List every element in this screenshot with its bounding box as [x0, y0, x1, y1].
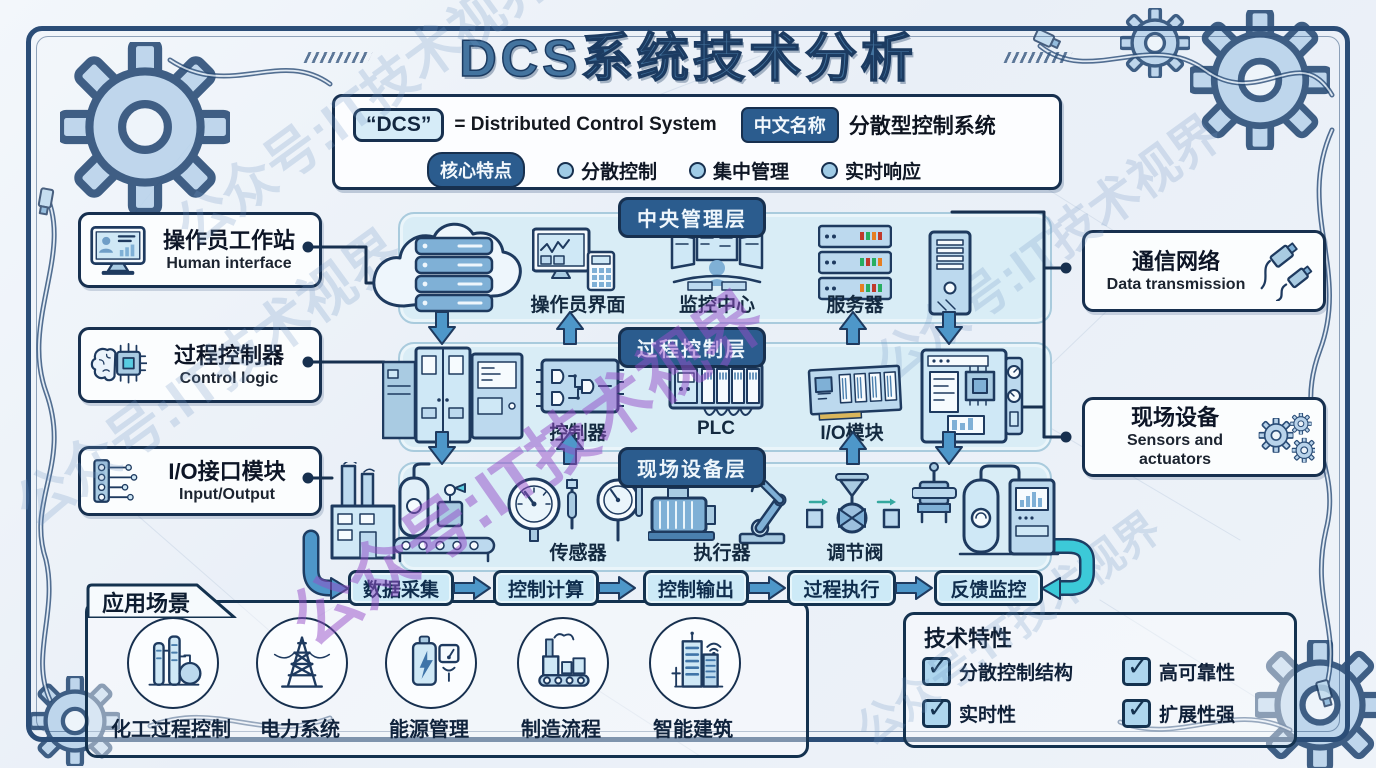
bullet-dot-icon: [557, 161, 574, 179]
flow-step-control-output: 控制输出: [643, 570, 749, 606]
motor-arm-icon: [647, 470, 796, 548]
factory-icon: [330, 460, 514, 564]
core-point: 集中管理: [689, 157, 789, 184]
app-label: 制造流程: [521, 719, 601, 741]
layer-item-label: 监控中心: [678, 295, 755, 316]
io-plug-icon: [89, 455, 143, 507]
arrow-up-icon: [556, 430, 584, 466]
plant-equipment-icon: [911, 462, 1060, 566]
arrow-right-icon: [452, 575, 492, 601]
flow-step-control-computation: 控制计算: [493, 570, 599, 606]
plc-icon: [668, 360, 764, 424]
arrow-up-icon: [839, 430, 867, 466]
layer-item-label: 调节阀: [826, 543, 884, 564]
arrow-down-icon: [935, 430, 963, 466]
battery-meter-icon: [385, 617, 477, 709]
panel-communication-network: 通信网络 Data transmission: [1082, 230, 1326, 312]
cn-name-value: 分散型控制系统: [848, 115, 996, 138]
panel-subtitle: Sensors and actuators: [1126, 432, 1224, 468]
cloud-servers-icon: [364, 206, 544, 320]
smart-building-icon: [649, 617, 741, 709]
arrow-down-icon: [428, 310, 456, 346]
flow-step-data-acquisition: 数据采集: [348, 570, 454, 606]
panel-subtitle: Data transmission: [1106, 275, 1246, 293]
core-point: 分散控制: [557, 157, 657, 184]
applications-panel: 化工过程控制 电力系统 能源管理 制造流程 智能建筑: [85, 600, 809, 758]
layer-item-label: 传感器: [549, 543, 607, 564]
layer-item-label: 执行器: [693, 543, 751, 564]
arrow-right-icon: [747, 575, 787, 601]
flow-step-process-execution: 过程执行: [787, 570, 896, 606]
panel-subtitle: Control logic: [179, 369, 279, 387]
valve-icon: [805, 468, 901, 542]
cabinets-icon: [381, 346, 534, 446]
operator-ui-icon: [531, 226, 620, 298]
applications-tab-shape: [86, 583, 237, 618]
dcs-expansion: = Distributed Control System: [454, 114, 717, 135]
app-label: 电力系统: [260, 719, 340, 741]
panel-field-devices: 现场设备 Sensors and actuators: [1082, 397, 1326, 477]
layer-title-process: 过程控制层: [618, 327, 766, 368]
control-room-icon: [668, 226, 766, 298]
layer-item-label: 服务器: [826, 295, 884, 316]
checkbox-checked-icon: [922, 651, 951, 686]
app-label: 化工过程控制: [111, 719, 231, 741]
layer-item-label: PLC: [697, 418, 735, 439]
monitor-user-icon: [89, 222, 147, 278]
tower-pc-icon: [928, 230, 972, 316]
power-tower-icon: [256, 617, 348, 709]
arrow-up-icon: [839, 310, 867, 346]
layer-title-field: 现场设备层: [618, 447, 766, 488]
core-features-badge: 核心特点: [427, 152, 525, 188]
panel-title: 通信网络: [1131, 248, 1220, 274]
page-title: DCS系统技术分析: [458, 29, 917, 89]
arrow-up-icon: [556, 310, 584, 346]
app-label: 智能建筑: [653, 719, 733, 741]
feature-item: 分散控制结构: [922, 651, 1073, 686]
panel-title: 操作员工作站: [162, 227, 295, 253]
arrow-right-icon: [597, 575, 637, 601]
usb-cables-icon: [1259, 241, 1315, 302]
panel-title: 现场设备: [1130, 405, 1219, 430]
panel-title: I/O接口模块: [168, 458, 286, 484]
bullet-dot-icon: [821, 161, 839, 179]
server-rack-icon: [817, 224, 893, 302]
cn-name-badge: 中文名称: [740, 107, 839, 143]
title-left-mark: [303, 52, 373, 63]
panel-subtitle: Input/Output: [179, 485, 275, 503]
gauge-sensors-icon: [506, 476, 656, 544]
layer-title-central: 中央管理层: [618, 197, 766, 238]
checkbox-checked-icon: [1122, 651, 1151, 686]
title-right-mark: [1003, 52, 1073, 63]
conveyor-factory-icon: [517, 617, 609, 709]
applications-title: 应用场景: [102, 591, 191, 616]
app-label: 能源管理: [389, 719, 469, 741]
features-title: 技术特性: [924, 626, 1013, 651]
feature-item: 高可靠性: [1122, 651, 1235, 686]
definition-box: “DCS” = Distributed Control System 中文名称 …: [332, 94, 1062, 190]
chem-plant-icon: [127, 617, 219, 709]
dcs-term-chip: “DCS”: [353, 108, 445, 142]
panel-operator-workstation: 操作员工作站 Human interface: [78, 212, 322, 288]
io-card-icon: [806, 360, 906, 422]
flow-step-feedback-monitoring: 反馈监控: [934, 570, 1043, 606]
feature-item: 扩展性强: [1122, 693, 1235, 728]
bullet-dot-icon: [689, 161, 707, 179]
panel-subtitle: Human interface: [166, 254, 292, 272]
panel-process-controller: 过程控制器 Control logic: [78, 327, 322, 403]
feature-item: 实时性: [922, 693, 1016, 728]
panel-io-module: I/O接口模块 Input/Output: [78, 446, 322, 516]
checkbox-checked-icon: [1122, 693, 1151, 728]
panel-title: 过程控制器: [173, 342, 284, 368]
circuit-board-icon: [535, 356, 625, 416]
brain-chip-icon: [89, 338, 148, 392]
gears-icon: [1257, 410, 1317, 464]
layer-item-label: 操作员界面: [530, 295, 626, 316]
arrow-down-icon: [935, 310, 963, 346]
core-point: 实时响应: [821, 157, 921, 184]
arrow-right-icon: [894, 575, 934, 601]
arrow-down-icon: [428, 430, 456, 466]
features-panel: 技术特性 分散控制结构 高可靠性 实时性 扩展性强: [903, 612, 1297, 748]
checkbox-checked-icon: [922, 693, 951, 728]
